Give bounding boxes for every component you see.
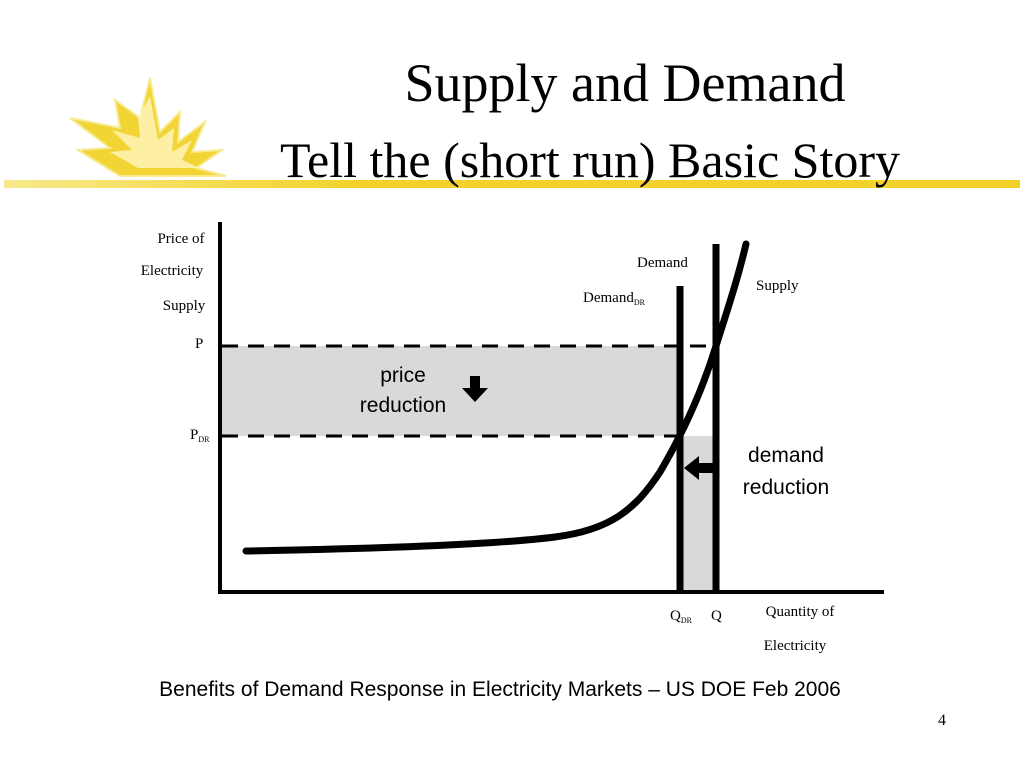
price-dr-tick-label: PDR [190, 427, 210, 444]
title-underline [4, 180, 1020, 188]
quantity-dr-tick-label: QDR [670, 608, 693, 625]
price-tick-label: P [195, 336, 203, 352]
supply-label: Supply [756, 278, 799, 294]
demand-reduction-label-line1: demand [748, 444, 824, 467]
source-caption: Benefits of Demand Response in Electrici… [159, 678, 841, 701]
y-axis-label-line3: Supply [163, 298, 206, 314]
price-down-arrow-icon [462, 376, 488, 402]
price-reduction-label-line1: price [380, 364, 426, 387]
starburst-logo [4, 77, 1020, 188]
y-axis-label-line1: Price of [157, 231, 204, 247]
x-axis-label-line1: Quantity of [766, 604, 835, 620]
price-reduction-label-line2: reduction [360, 394, 446, 417]
page-number: 4 [938, 712, 946, 729]
supply-curve [242, 240, 750, 555]
quantity-tick-label: Q [711, 608, 722, 624]
x-axis-label-line2: Electricity [764, 638, 827, 654]
demand-label: Demand [637, 255, 688, 271]
slide-title-line1: Supply and Demand [404, 53, 846, 113]
y-axis-label-line2: Electricity [141, 263, 204, 279]
demand-left-arrow-icon [684, 456, 714, 480]
supply-demand-diagram: Price of Electricity Supply P PDR QDR Q … [141, 222, 884, 654]
demand-dr-label: DemandDR [583, 290, 646, 307]
price-reduction-area [222, 346, 680, 436]
slide-title-line2: Tell the (short run) Basic Story [280, 132, 900, 188]
demand-reduction-label-line2: reduction [743, 476, 829, 499]
